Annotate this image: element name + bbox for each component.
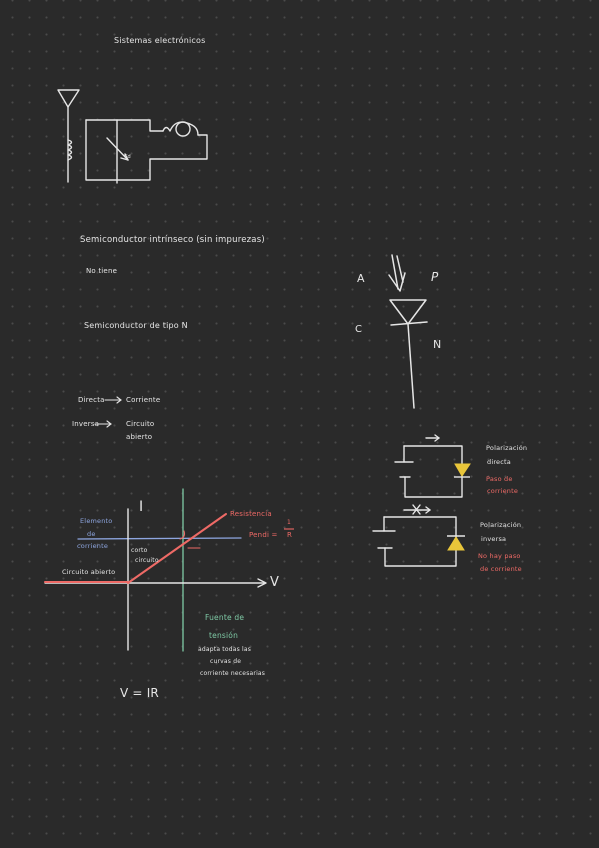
direct-diode-triangle: [455, 464, 470, 476]
diode-label-anode: A: [357, 272, 365, 285]
graph-fuente-2: tensión: [209, 631, 239, 640]
graph-circuito-abierto: Circuito abierto: [62, 568, 116, 576]
graph-frac-den: R: [287, 531, 293, 539]
diode-label-n: N: [433, 338, 442, 351]
diode-label-p: P: [431, 270, 439, 284]
polarization-inverse-note-2: de corriente: [480, 565, 522, 573]
graph-fuente-5: corriente necesarias: [200, 670, 266, 677]
graph-frac-num: 1: [287, 519, 292, 526]
resistance-line: [128, 514, 226, 583]
graph-axis-i: I: [139, 499, 144, 515]
note-circuito: Circuito: [126, 420, 155, 428]
current-source-line: [78, 538, 241, 539]
polarization-direct-note-2: corriente: [487, 487, 519, 495]
polarization-inverse-note-1: No hay paso: [478, 552, 521, 560]
graph-fuente-4: curvas de: [210, 658, 242, 665]
graph-corto-1: corto: [131, 547, 148, 554]
note-semiconductor-tipo-n: Semiconductor de tipo N: [84, 321, 188, 330]
graph-elemento-3: corriente: [77, 542, 109, 550]
diode-label-cathode: C: [355, 324, 363, 335]
graph-elemento-1: Elemento: [80, 517, 113, 525]
graph-fuente-3: adapta todas las: [198, 646, 252, 653]
page-title: Sistemas electrónicos: [114, 36, 206, 45]
formula-v-ir: V = IR: [120, 686, 159, 700]
polarization-inverse-title-2: inversa: [481, 535, 507, 543]
graph-resistencia: Resistencia: [230, 510, 272, 518]
graph-pendiente: Pendi =: [249, 531, 278, 539]
note-abierto: abierto: [126, 433, 153, 441]
inverse-diode-triangle: [448, 537, 464, 550]
note-directa: Directa: [78, 396, 105, 404]
note-semiconductor-intrinsic: Semiconductor intrínseco (sin impurezas): [80, 235, 265, 245]
graph-fuente-1: Fuente de: [205, 613, 245, 622]
polarization-direct-title-2: directa: [487, 458, 511, 466]
note-no-tiene: No tiene: [86, 267, 118, 275]
svg-text:Cd: Cd: [124, 154, 131, 160]
polarization-inverse-title-1: Polarización: [480, 521, 522, 529]
graph-elemento-2: de: [87, 530, 96, 538]
note-corriente: Corriente: [126, 396, 161, 404]
note-inversa: Inversa: [72, 420, 100, 428]
graph-corto-2: circuito: [135, 557, 159, 564]
graph-axis-v: V: [270, 575, 280, 590]
polarization-direct-note-1: Paso de: [486, 475, 513, 483]
polarization-direct-title-1: Polarización: [486, 444, 528, 452]
